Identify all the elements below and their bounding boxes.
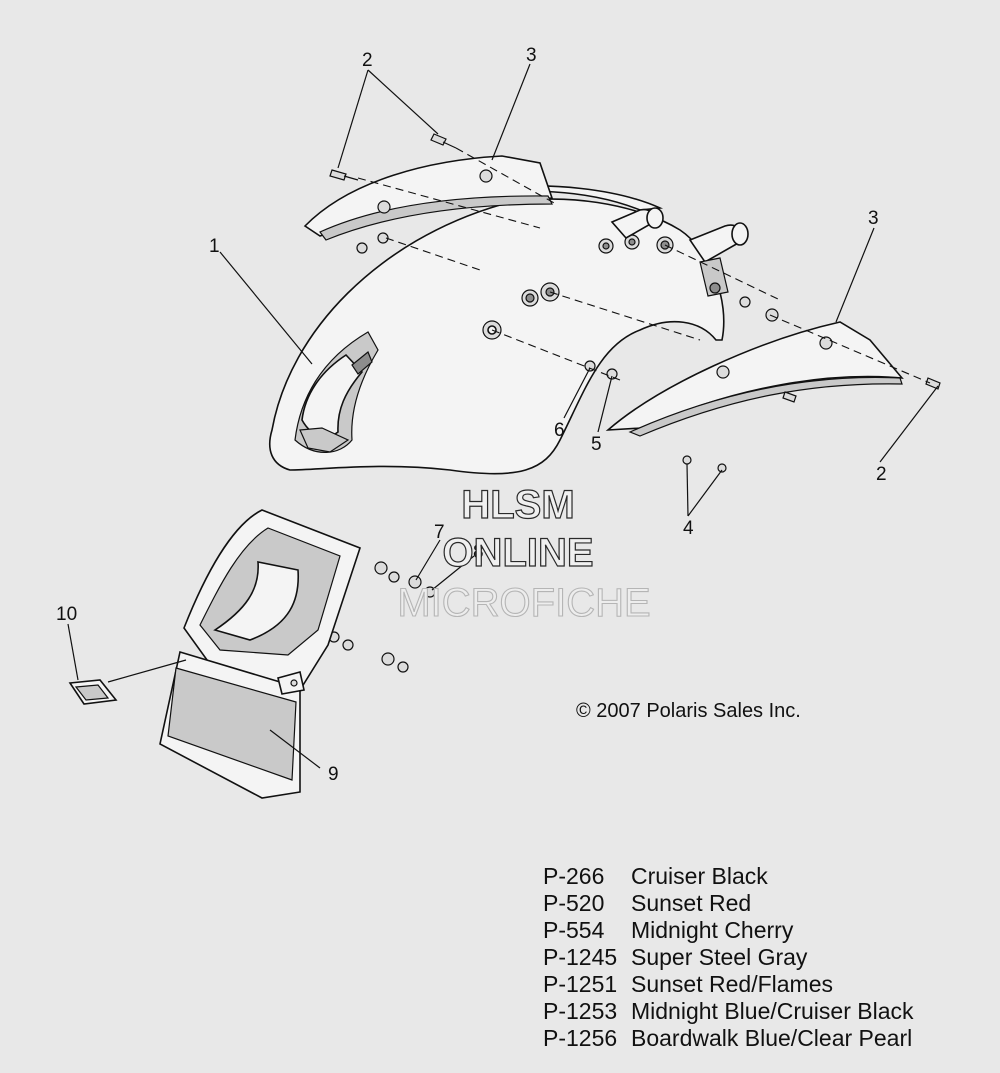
paint-code: P-554 bbox=[543, 917, 605, 943]
callout-10: 10 bbox=[56, 604, 77, 625]
callout-3-top: 3 bbox=[526, 45, 537, 66]
paint-code-item: P-554 Midnight Cherry bbox=[543, 917, 914, 944]
paint-name: Boardwalk Blue/Clear Pearl bbox=[631, 1025, 913, 1051]
paint-code-list: P-266 Cruiser Black P-520 Sunset Red P-554… bbox=[543, 863, 914, 1052]
paint-name: Cruiser Black bbox=[631, 863, 768, 889]
copyright-notice: © 2007 Polaris Sales Inc. bbox=[576, 700, 801, 722]
callout-4: 4 bbox=[683, 518, 694, 539]
paint-code-item: P-1253 Midnight Blue/Cruiser Black bbox=[543, 998, 914, 1025]
callout-labels: 1 2 3 3 2 4 5 6 7 8 9 10 bbox=[56, 45, 887, 785]
watermark-line-3: MICROFICHE bbox=[397, 581, 650, 625]
callout-2-top: 2 bbox=[362, 50, 373, 71]
callout-9: 9 bbox=[328, 764, 339, 785]
paint-name: Super Steel Gray bbox=[631, 944, 808, 970]
paint-name: Sunset Red/Flames bbox=[631, 971, 833, 997]
paint-code: P-520 bbox=[543, 890, 605, 916]
callout-5: 5 bbox=[591, 434, 602, 455]
watermark-line-1: HLSM bbox=[461, 483, 574, 527]
callout-1: 1 bbox=[209, 236, 220, 257]
callout-8: 8 bbox=[473, 542, 484, 563]
callout-2-right: 2 bbox=[876, 464, 887, 485]
callout-7: 7 bbox=[434, 522, 445, 543]
callout-6: 6 bbox=[554, 420, 565, 441]
paint-code: P-1245 bbox=[543, 944, 618, 970]
paint-code-item: P-1251 Sunset Red/Flames bbox=[543, 971, 914, 998]
reflector bbox=[68, 679, 118, 705]
paint-name: Sunset Red bbox=[631, 890, 752, 916]
fender-rail-left bbox=[303, 155, 554, 254]
fender-rail-right bbox=[605, 321, 904, 437]
paint-code: P-1253 bbox=[543, 998, 618, 1024]
paint-code: P-1251 bbox=[543, 971, 618, 997]
watermark-line-2: ONLINE bbox=[442, 531, 593, 575]
paint-code-item: P-266 Cruiser Black bbox=[543, 863, 914, 890]
callout-3-right: 3 bbox=[868, 208, 879, 229]
paint-code-item: P-1245 Super Steel Gray bbox=[543, 944, 914, 971]
paint-code: P-266 bbox=[543, 863, 605, 889]
paint-code-item: P-520 Sunset Red bbox=[543, 890, 914, 917]
watermark: HLSM ONLINE MICROFICHE bbox=[397, 482, 651, 625]
license-plate-bracket bbox=[159, 509, 361, 799]
paint-code-item: P-1256 Boardwalk Blue/Clear Pearl bbox=[543, 1025, 914, 1052]
paint-code: P-1256 bbox=[543, 1025, 618, 1051]
paint-name: Midnight Blue/Cruiser Black bbox=[631, 998, 914, 1024]
assembly-lines bbox=[357, 147, 931, 384]
leader-lines bbox=[67, 63, 939, 769]
paint-name: Midnight Cherry bbox=[631, 917, 794, 943]
